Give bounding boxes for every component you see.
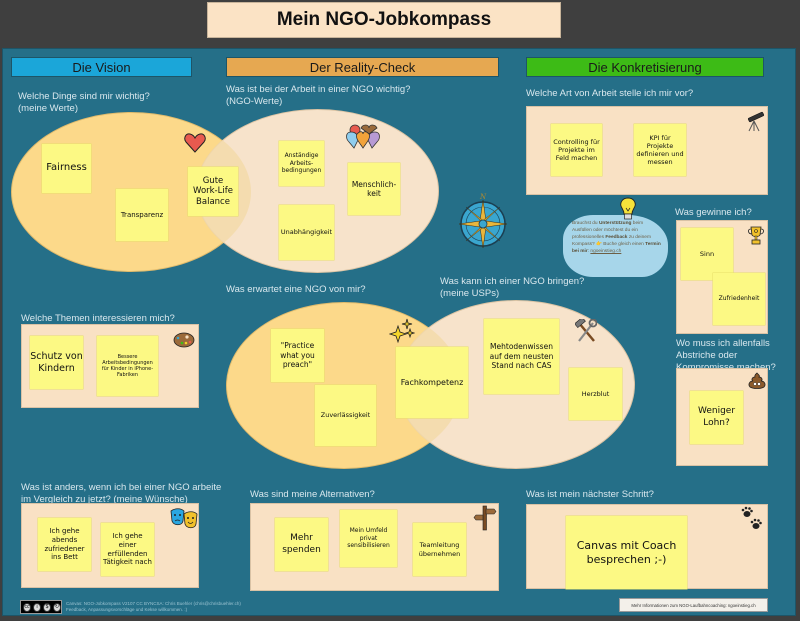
sticky-note: Transparenz [116, 189, 168, 241]
question-text: (meine USPs) [440, 288, 500, 299]
question-usps: Was kann ich einer NGO bringen? (meine U… [440, 276, 584, 300]
sticky-note: Mehtodenwissen auf dem neusten Stand nac… [484, 319, 559, 394]
sticky-note: Unabhängigkeit [279, 205, 334, 260]
sticky-note: Menschlich-keit [348, 163, 400, 215]
more-info-link[interactable]: Mehr Informationen zum NGO-Laufbahncoach… [619, 598, 768, 612]
sticky-note: Mehr spenden [275, 518, 328, 571]
sticky-note: Schutz von Kindern [30, 336, 83, 389]
sticky-note: Ich gehe einer erfüllenden Tätigkeit nac… [101, 523, 154, 576]
sticky-note: Weniger Lohn? [690, 391, 743, 444]
sticky-note: Herzblut [569, 368, 622, 420]
footer-credits: Canvas: NGO-Jobkompass V2107 CC BYNCSA: … [66, 601, 241, 613]
heart-icon [183, 132, 207, 154]
footer-line: Canvas: NGO-Jobkompass V2107 CC BYNCSA: … [66, 601, 241, 606]
sticky-note: Ich gehe abends zufriedener ins Bett [38, 518, 91, 571]
question-werte: Welche Dinge sind mir wichtig? (meine We… [18, 91, 150, 115]
sticky-note: Anständige Arbeits-bedingungen [279, 141, 324, 186]
lightbulb-icon [619, 197, 637, 223]
question-abstriche: Wo muss ich allenfalls Abstriche oder Ko… [676, 338, 776, 374]
question-alternativen: Was sind meine Alternativen? [250, 489, 375, 500]
sparkles-icon [388, 318, 416, 344]
trophy-icon [747, 226, 765, 246]
svg-text:N: N [479, 193, 487, 201]
question-text: Wo muss ich allenfalls [676, 338, 770, 349]
question-text: im Vergleich zu jetzt? (meine Wünsche) [21, 494, 188, 505]
paw-prints-icon [740, 506, 764, 532]
question-text: Was ist bei der Arbeit in einer NGO wich… [226, 84, 411, 95]
cloud-text: beim Ausfüllen oder möchtest du ein prof… [572, 221, 644, 240]
sa-icon: ↻ [53, 602, 61, 612]
footer-line: Feedback, Anpassungsvorschläge und Kekse… [66, 607, 188, 612]
question-text: Was kann ich einer NGO bringen? [440, 276, 585, 287]
question-text: (meine Werte) [18, 103, 79, 114]
sticky-note: Fairness [42, 144, 91, 193]
cloud-text: : [587, 249, 591, 254]
sticky-note: Canvas mit Coach besprechen ;-) [566, 516, 687, 589]
question-themen: Welche Themen interessieren mich? [21, 313, 175, 324]
page-title: Mein NGO-Jobkompass [207, 2, 561, 38]
sticky-note: Sinn [681, 228, 733, 280]
cloud-text: Brauchst du [572, 221, 599, 226]
sticky-note: Teamleitung übernehmen [413, 523, 466, 576]
question-text: Was ist anders, wenn ich bei einer NGO a… [21, 482, 222, 493]
compass-rose-icon: N [454, 190, 512, 250]
sticky-note: KPI für Projekte definieren und messen [634, 124, 686, 176]
hearts-group-icon [342, 122, 384, 152]
cc-license-badge[interactable]: cc i $ ↻ [20, 600, 62, 614]
sticky-note: Mein Umfeld privat sensibilisieren [340, 510, 397, 567]
coaching-link[interactable]: ngoeinstieg.ch [590, 249, 622, 254]
telescope-icon [744, 110, 766, 132]
sticky-note: Gute Work-Life Balance [188, 167, 238, 216]
question-text: Kompromisse machen? [676, 362, 776, 374]
cc-icon: cc [23, 602, 31, 612]
coaching-hint-cloud: Brauchst du Unterstützung beim Ausfüllen… [563, 215, 668, 277]
question-ngo-werte: Was ist bei der Arbeit in einer NGO wich… [226, 84, 410, 108]
question-naechster-schritt: Was ist mein nächster Schritt? [526, 489, 654, 500]
header-konkretisierung: Die Konkretisierung [526, 57, 764, 77]
question-text: Abstriche oder [676, 350, 738, 361]
sticky-note: Fachkompetenz [396, 347, 468, 418]
sticky-note: Bessere Arbeitsbedingungen für Kinder in… [97, 336, 158, 396]
question-wuensche: Was ist anders, wenn ich bei einer NGO a… [21, 482, 221, 506]
sticky-note: Zuverlässigkeit [315, 385, 376, 446]
nc-icon: $ [43, 602, 51, 612]
header-vision: Die Vision [11, 57, 192, 77]
question-text: (NGO-Werte) [226, 96, 283, 107]
palette-icon [173, 332, 195, 348]
cloud-bold: Unterstützung [598, 221, 632, 226]
sticky-note: Controlling für Projekte im Feld machen [551, 124, 602, 176]
hammer-wrench-icon [574, 318, 598, 344]
theater-masks-icon [170, 508, 198, 530]
by-icon: i [33, 602, 41, 612]
question-arbeit: Welche Art von Arbeit stelle ich mir vor… [526, 88, 694, 99]
cloud-bold: Termin bei mir [572, 242, 661, 254]
cloud-bold: Feedback [605, 235, 628, 240]
question-ngo-erwartung: Was erwartet eine NGO von mir? [226, 284, 366, 295]
header-reality-check: Der Reality-Check [226, 57, 499, 77]
sticky-note: "Practice what you preach" [271, 329, 324, 382]
signpost-icon [473, 505, 497, 531]
sticky-note: Zufriedenheit [713, 273, 765, 325]
question-text: Welche Dinge sind mir wichtig? [18, 91, 150, 102]
cloud-text: zu deinem Kompass? 👉 Buche gleich einen [572, 235, 651, 247]
question-gewinn: Was gewinne ich? [675, 207, 752, 218]
poop-icon [747, 372, 767, 390]
